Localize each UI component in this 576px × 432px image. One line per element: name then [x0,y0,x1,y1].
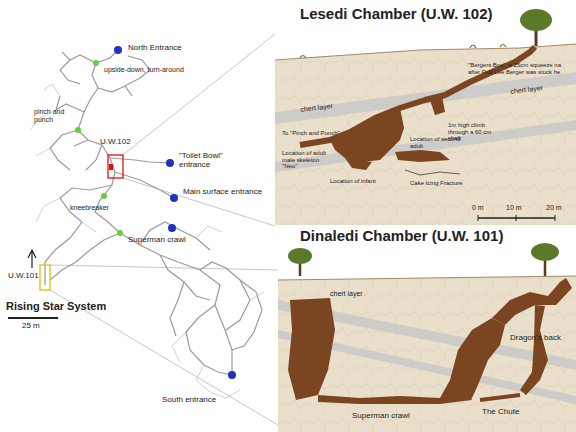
entrance-name: North Entrance [128,44,182,53]
callout-note: Location of infant [330,178,376,185]
entrance-name: Main surface entrance [183,188,262,197]
scale-label: 25 m [22,322,40,331]
map-title: Rising Star System [6,300,106,312]
section-title: Dinaledi Chamber (U.W. 101) [300,228,503,245]
passage-name: Dragon's back [510,334,561,343]
lesedi-section [275,9,576,225]
scale-label: 0 m [472,204,484,212]
scale-label: 10 m [506,204,522,212]
cave-passage [30,84,264,398]
site-name: U.W.101 [8,272,39,281]
passage-name: Superman crawl [352,412,410,421]
entrance-name: "Toilet Bowl" entrance [179,152,239,170]
passage-name: The Chute [482,408,519,417]
entrance-dot [114,46,236,379]
landmark-name: Superman crawl [128,236,186,245]
callout-note: "Bergers Box", a 25cm squeeze na after P… [468,62,572,75]
north-arrow [28,250,36,268]
zoom-line [50,34,278,425]
cave-passage [45,50,262,375]
callout-note: To "Pinch and Punch" [282,130,340,137]
scale-label: 20 m [546,204,562,212]
landmark-name: upside-down, turn-around [104,66,184,74]
region-box [40,265,50,290]
scale-bar [8,317,58,319]
layer-name: chert layer [330,290,363,298]
landmark-name: kneebreaker [70,204,109,212]
site-name: U.W.102 [100,138,131,147]
landmark-name: pinch and punch [34,108,74,123]
site-mark [109,164,113,170]
callout-note: Location of adult male skeleton "Neo" [282,150,334,170]
section-title: Lesedi Chamber (U.W. 102) [300,6,493,23]
callout-note: Location of second adult [410,136,470,149]
layer-name: chert layer [510,84,543,96]
callout-note: Cake Icing Fracture [410,180,462,187]
region-box [108,155,123,178]
layer-name: chert layer [300,102,333,114]
entrance-name: South entrance [162,396,216,405]
dinaledi-section [278,243,576,432]
